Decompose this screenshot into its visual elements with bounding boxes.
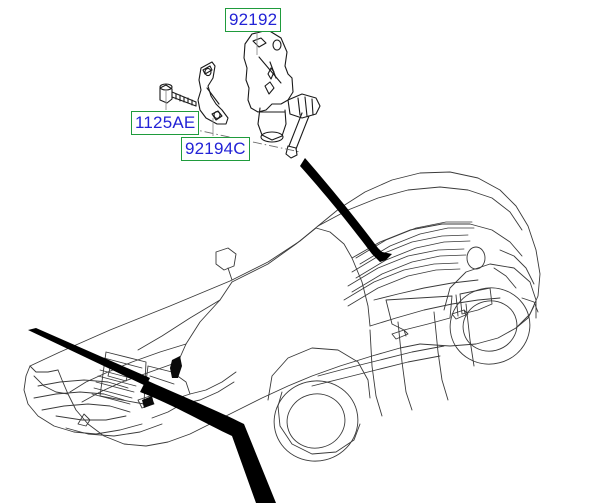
front-pointer-arrow (140, 380, 276, 503)
part-label-92192[interactable]: 92192 (225, 8, 282, 32)
actuator-connector (287, 93, 321, 119)
part-label-92194c[interactable]: 92194C (181, 137, 250, 161)
actuator-body-92192 (243, 29, 294, 113)
vehicle-illustration (23, 171, 541, 462)
front-wheel (273, 380, 361, 462)
engine-bay-detail (142, 356, 182, 408)
pointer-arrows (28, 158, 392, 503)
bolt-1125ae (159, 83, 197, 107)
actuator-linkage-rod (285, 112, 310, 159)
assembly-centerline (139, 117, 301, 153)
part-label-1125ae[interactable]: 1125AE (131, 111, 200, 135)
actuator-housing (257, 107, 287, 143)
roof-pointer-arrow (300, 158, 386, 262)
bracket-92194c (197, 61, 229, 125)
grille-pointer-arrow (28, 328, 150, 386)
rear-wheel (449, 287, 531, 365)
